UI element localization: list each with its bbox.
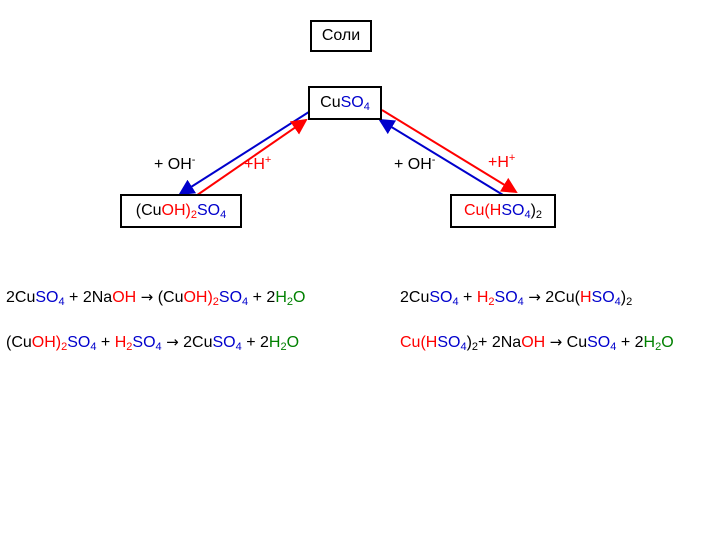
arrow-cuso4-to-basic-salt	[178, 109, 313, 196]
arrow-basic-salt-to-cuso4	[189, 118, 308, 201]
equation-2: 2CuSO4 + H2SO4 → 2Cu(HSO4)2	[400, 288, 633, 308]
reaction-arrow: →	[528, 288, 541, 306]
center-node-cuso4: CuSO4	[308, 86, 382, 120]
label-oh-right: + OH-	[394, 154, 436, 173]
root-label: Соли	[321, 27, 361, 44]
label-oh-left: + OH-	[154, 154, 196, 173]
label-h-right: +H+	[488, 152, 516, 171]
left-formula: (CuOH)2SO4	[135, 202, 227, 221]
left-node-basic-salt: (CuOH)2SO4	[120, 194, 242, 228]
equation-1: 2CuSO4 + 2NaOH → (CuOH)2SO4 + 2H2O	[6, 288, 306, 308]
reaction-arrow: →	[166, 333, 179, 351]
equation-3: (CuOH)2SO4 + H2SO4 → 2CuSO4 + 2H2O	[6, 333, 300, 353]
equation-4: Cu(HSO4)2+ 2NaOH → CuSO4 + 2H2O	[400, 333, 674, 353]
root-node-salts: Соли	[310, 20, 372, 52]
reaction-arrow: →	[140, 288, 154, 306]
arrow-cuso4-to-acid-salt	[381, 109, 518, 194]
center-formula: CuSO4	[320, 94, 370, 113]
arrow-acid-salt-to-cuso4	[378, 118, 509, 199]
right-formula: Cu(HSO4)2	[463, 202, 543, 221]
reaction-arrow: →	[549, 333, 563, 351]
right-node-acid-salt: Cu(HSO4)2	[450, 194, 556, 228]
label-h-left: +H+	[244, 154, 272, 173]
